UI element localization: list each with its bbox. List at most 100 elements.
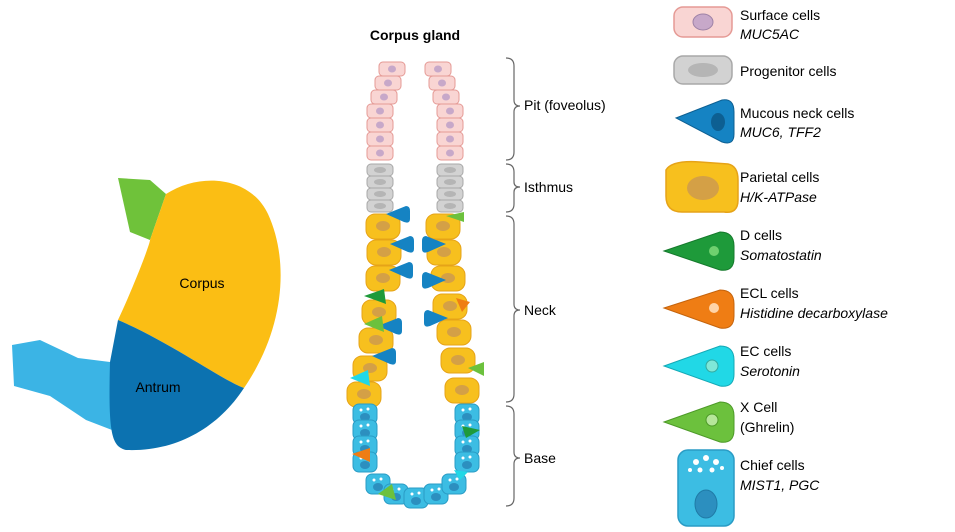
chief-cell-nucleus [373,483,383,491]
chief-cell-icon [677,449,735,527]
parietal-cell-nucleus [455,385,469,395]
chief-cell-granule [359,440,363,444]
ecl-cell [352,448,370,462]
chief-cell-granule [379,477,383,481]
surface-cell-nucleus [446,135,454,143]
mucous-neck-cell [424,310,448,327]
mucous-neck-cell-icon [674,99,735,144]
parietal-cell-nucleus [451,355,465,365]
parietal-cell-icon [665,160,739,213]
chief-cell-granule [417,491,421,495]
progenitor-cell-nucleus [374,203,386,209]
chief-cell-nucleus [360,429,370,437]
progenitor-cell-nucleus [374,191,386,197]
chief-cell-granule [366,423,370,427]
legend-name-ecl: ECL cells [740,285,799,301]
surface-cell-nucleus [434,65,442,73]
chief-cell-granule [366,407,370,411]
legend-name-x: X Cell [740,399,777,415]
antrum-label: Antrum [135,379,180,395]
mucous-neck-cell [422,236,446,253]
chief-cell-nucleus [462,413,472,421]
x-cell [378,484,396,500]
progenitor-cell-nucleus [374,167,386,173]
chief-cell-granule [461,456,465,460]
chief-cell-granule [437,487,441,491]
chief-cell-granule [461,408,465,412]
ecl-cell-icon [662,289,735,329]
mucous-neck-cell [389,262,413,279]
parietal-cell-nucleus [377,247,391,257]
isthmus-bracket [505,163,521,213]
region-label-pit: Pit (foveolus) [524,97,606,113]
parietal-cell-nucleus [372,307,386,317]
surface-cell-icon [673,6,733,38]
chief-cell-granule [430,488,434,492]
legend-name-parietal: Parietal cells [740,169,819,185]
chief-cell-granule [372,478,376,482]
parietal-cell-nucleus [443,301,457,311]
legend-marker-ec: Serotonin [740,363,800,379]
legend-name-surface: Surface cells [740,7,820,23]
surface-cell-nucleus [376,107,384,115]
chief-cell-nucleus [462,445,472,453]
x-cell [364,316,384,332]
chief-cell-nucleus [449,483,459,491]
progenitor-cell-nucleus [444,191,456,197]
legend-marker-ecl: Histidine decarboxylase [740,305,888,321]
parietal-cell-nucleus [376,273,390,283]
legend-marker-chief: MIST1, PGC [740,477,820,493]
surface-cell-nucleus [376,121,384,129]
legend-name-progenitor: Progenitor cells [740,63,837,79]
parietal-cell-nucleus [369,335,383,345]
surface-cell-nucleus [388,65,396,73]
surface-cell-nucleus [446,121,454,129]
ec-cell [350,370,370,386]
d-cell [364,289,386,304]
chief-cell-granule [366,439,370,443]
legend-name-d: D cells [740,227,782,243]
region-label-neck: Neck [524,302,557,318]
esophagus [118,178,166,240]
ecl-cell [456,298,470,312]
surface-cell-nucleus [446,149,454,157]
parietal-cell-nucleus [447,327,461,337]
chief-cell-granule [397,487,401,491]
neck-bracket [505,215,521,403]
region-label-base: Base [524,450,556,466]
surface-cell-nucleus [384,79,392,87]
chief-cell-nucleus [360,413,370,421]
legend-name-mucous-neck: Mucous neck cells [740,105,854,121]
chief-cell-nucleus [360,461,370,469]
mucous-neck-cell [422,272,446,289]
parietal-cell-nucleus [436,221,450,231]
parietal-cell-nucleus [363,363,377,373]
legend-marker-d: Somatostatin [740,247,822,263]
parietal-cell-nucleus [376,221,390,231]
chief-cell-granule [359,408,363,412]
progenitor-cell-nucleus [444,179,456,185]
x-cell [468,362,484,376]
corpus-region [118,180,281,388]
surface-cell-nucleus [442,93,450,101]
mucous-neck-cell [386,206,410,223]
duodenum [12,340,112,430]
chief-cell-granule [468,423,472,427]
chief-cell-granule [410,492,414,496]
chief-cell-granule [359,424,363,428]
legend-marker-parietal: H/K-ATPase [740,189,817,205]
corpus-label: Corpus [179,275,224,291]
legend-marker-x: (Ghrelin) [740,419,794,435]
chief-cell-nucleus [431,493,441,501]
progenitor-cell-nucleus [374,179,386,185]
progenitor-cell-icon [673,55,733,85]
ec-cell-icon [662,345,735,387]
x-cell [446,212,464,222]
surface-cell-nucleus [376,149,384,157]
progenitor-cell-nucleus [444,167,456,173]
mucous-neck-cell [378,318,402,335]
antrum-region [109,320,245,451]
region-label-isthmus: Isthmus [524,179,573,195]
mucous-neck-cell [372,348,396,365]
